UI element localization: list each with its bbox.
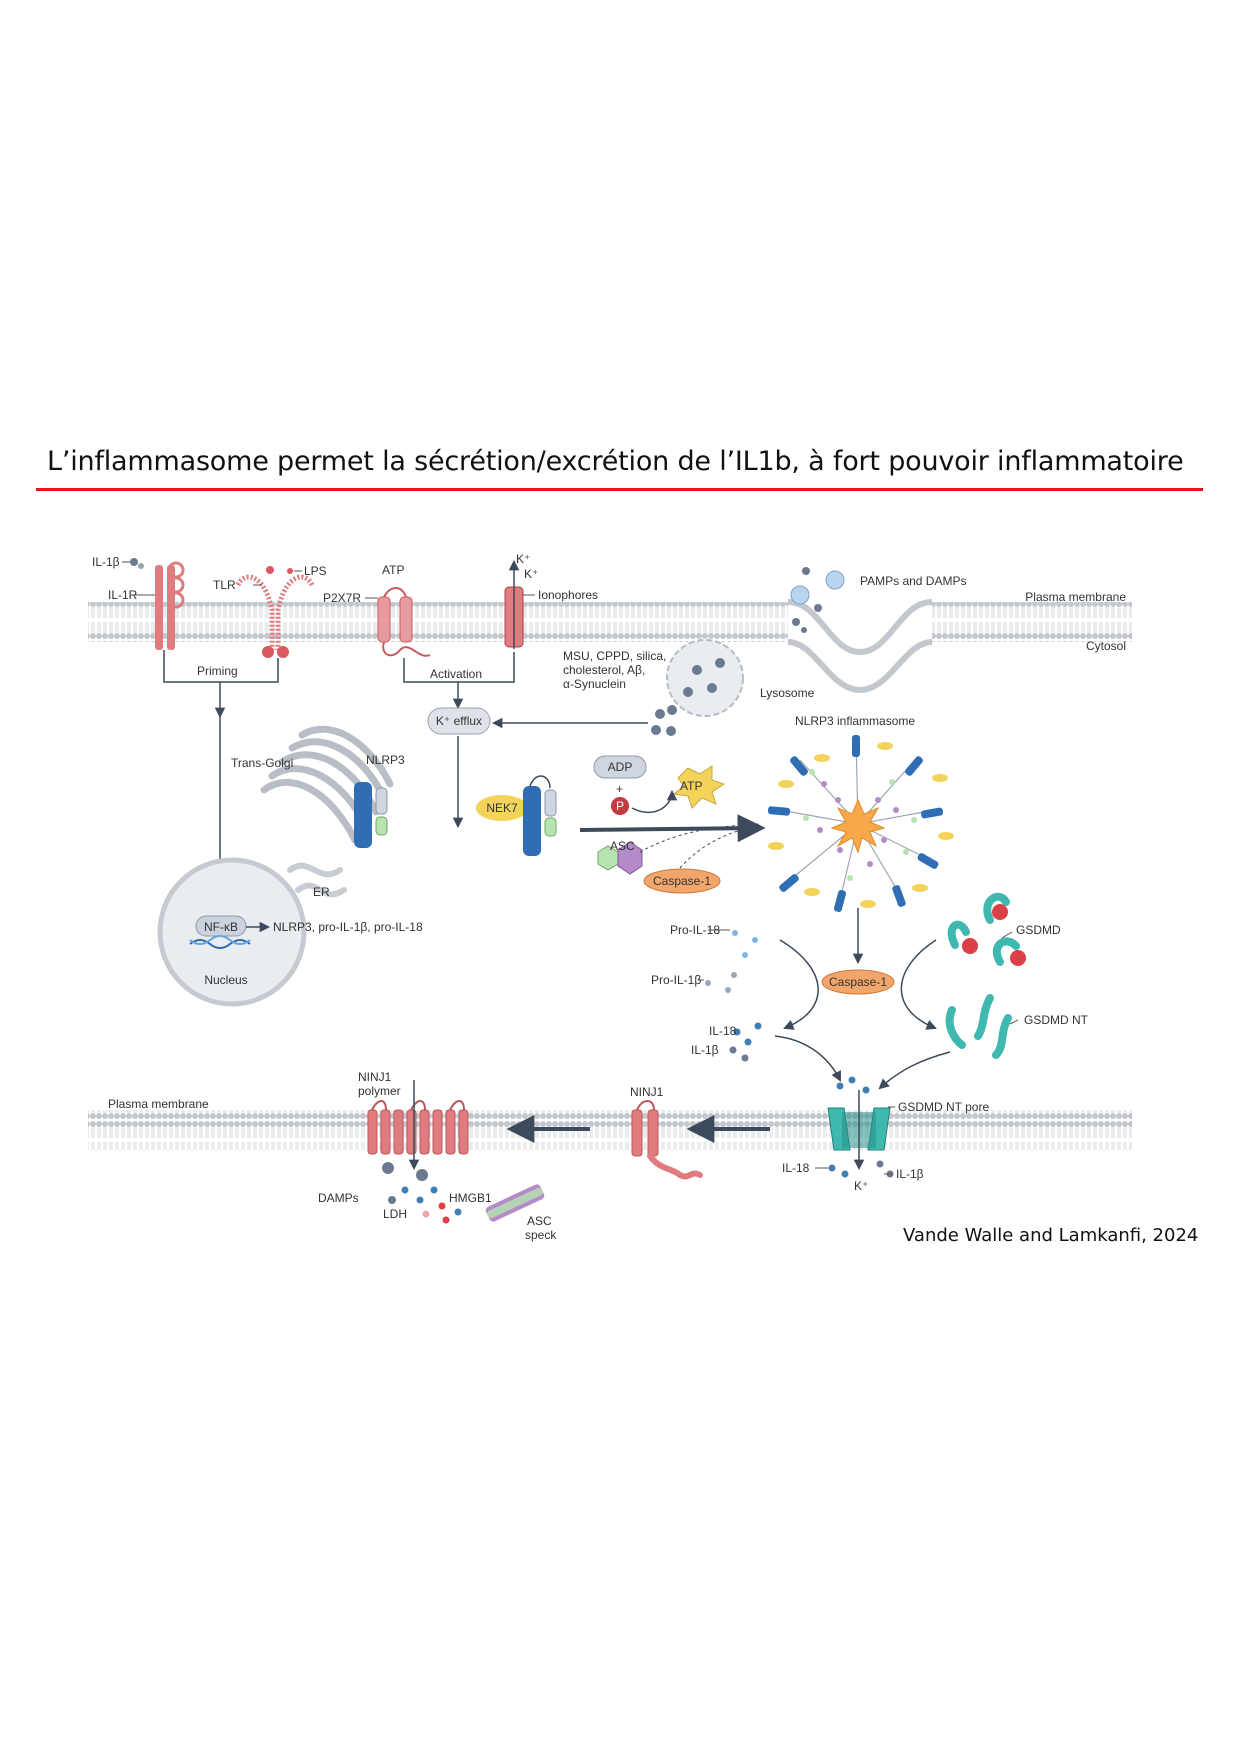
label-lps: LPS [304,564,327,578]
ninj1-polymer [367,1100,469,1155]
adp-atp-exchange [593,755,726,815]
nek7-nlrp3-complex [476,775,557,856]
nlrp3-inactive [354,782,388,848]
cytokine-to-pore-arrow [774,1035,841,1082]
nlrp3-inflammasome-complex [767,735,954,912]
citation: Vande Walle and Lamkanfi, 2024 [903,1225,1199,1246]
label-ninj1-polymer-2: polymer [358,1084,401,1098]
er-tubules [287,862,347,898]
label-cytosol: Cytosol [1086,639,1126,653]
plasma-membrane-top [88,599,1132,694]
title-rule [36,488,1203,491]
caspase1-lower-badge [821,969,895,995]
label-k-plus-2: K⁺ [524,567,538,581]
label-asc: ASC [610,839,635,853]
lps-icon [266,566,274,574]
label-trans-golgi: Trans-Golgi [231,756,293,770]
label-er: ER [313,885,330,899]
label-lysosome: Lysosome [760,686,815,700]
label-particulates-3: α-Synuclein [563,677,626,691]
pro-cytokine-dots [705,930,758,993]
label-plasma-membrane-bottom: Plasma membrane [108,1097,209,1111]
asc-caspase1 [579,814,766,894]
label-nfkb: NF-κB [204,920,238,934]
ionophore-channel [504,559,524,649]
p2x7r-channel [377,587,431,657]
label-nfkb-targets: NLRP3, pro-IL-1β, pro-IL-18 [273,920,423,934]
caspase1-badge [643,868,721,894]
label-nucleus: Nucleus [204,973,247,987]
pamps-icon [790,567,845,633]
nucleus [157,857,307,1007]
k-efflux-badge [427,707,491,735]
activation-arrows [403,652,648,829]
label-k-plus-bottom: K⁺ [854,1179,868,1193]
label-adp: ADP [608,760,633,774]
label-atp-top: ATP [382,563,404,577]
label-pamps: PAMPs and DAMPs [860,574,966,588]
label-il1b-top: IL-1β [92,555,120,569]
released-damps [382,1162,462,1224]
label-caspase1-mid: Caspase-1 [653,874,711,888]
il1r-receptor [130,558,185,650]
label-particulates-1: MSU, CPPD, silica, [563,649,666,663]
gsdmdnt-to-pore-arrow [878,1051,951,1090]
label-il1b-bottom: IL-1β [896,1167,924,1181]
label-gsdmd: GSDMD [1016,923,1061,937]
gsdmd-cleavage-arrow [900,939,937,1030]
label-asc-speck-2: speck [525,1228,557,1242]
label-damps: DAMPs [318,1191,359,1205]
label-k-plus-1: K⁺ [516,552,530,566]
label-phosphate: P [616,799,624,813]
label-gsdmd-nt: GSDMD NT [1024,1013,1089,1027]
phosphate-icon [611,797,629,815]
label-pro-il1b: Pro-IL-1β [651,973,701,987]
asc-speck-icon [485,1184,545,1222]
gsdmd-nt-fragments [945,994,1012,1059]
label-plus: + [616,782,623,796]
label-priming: Priming [197,664,238,678]
plasma-membrane-bottom [88,1110,1132,1150]
label-nek7: NEK7 [486,801,518,815]
label-atp-mid: ATP [680,779,702,793]
label-ldh: LDH [383,1207,407,1221]
ninj1-monomer [631,1100,703,1180]
leader-lines [122,561,1019,1175]
slide-title: L’inflammasome permet la sécrétion/excré… [47,446,1184,477]
label-p2x7r: P2X7R [323,591,361,605]
label-pro-il18: Pro-IL-18 [670,923,720,937]
label-ionophores: Ionophores [538,588,598,602]
adp-badge [593,755,647,779]
label-k-efflux: K⁺ efflux [436,714,482,728]
label-hmgb1: HMGB1 [449,1191,492,1205]
label-asc-speck-1: ASC [527,1214,552,1228]
label-caspase1-lower: Caspase-1 [829,975,887,989]
lysosome [651,639,744,736]
label-gsdmd-nt-pore: GSDMD NT pore [898,1100,989,1114]
label-nlrp3-inflammasome: NLRP3 inflammasome [795,714,915,728]
label-il18-bottom: IL-18 [782,1161,810,1175]
gsdmd-full-length [947,892,1020,966]
label-nlrp3: NLRP3 [366,753,405,767]
il1b-ligand-icon [130,558,138,566]
tlr-receptor [235,566,315,658]
label-il1r: IL-1R [108,588,138,602]
label-plasma-membrane-top: Plasma membrane [1025,590,1126,604]
label-il1b-mid: IL-1β [691,1043,719,1057]
pro-cytokine-cleavage-arrow [779,939,819,1030]
label-ninj1: NINJ1 [630,1085,664,1099]
label-ninj1-polymer-1: NINJ1 [358,1070,392,1084]
label-il18-mid: IL-18 [709,1024,737,1038]
gsdmd-ct [962,904,1026,966]
label-tlr: TLR [213,578,236,592]
gsdmd-pore [827,1076,894,1178]
label-particulates-2: cholesterol, Aβ, [563,663,645,677]
label-activation: Activation [430,667,482,681]
mature-cytokines [729,1022,762,1062]
nek7-badge [476,795,528,821]
